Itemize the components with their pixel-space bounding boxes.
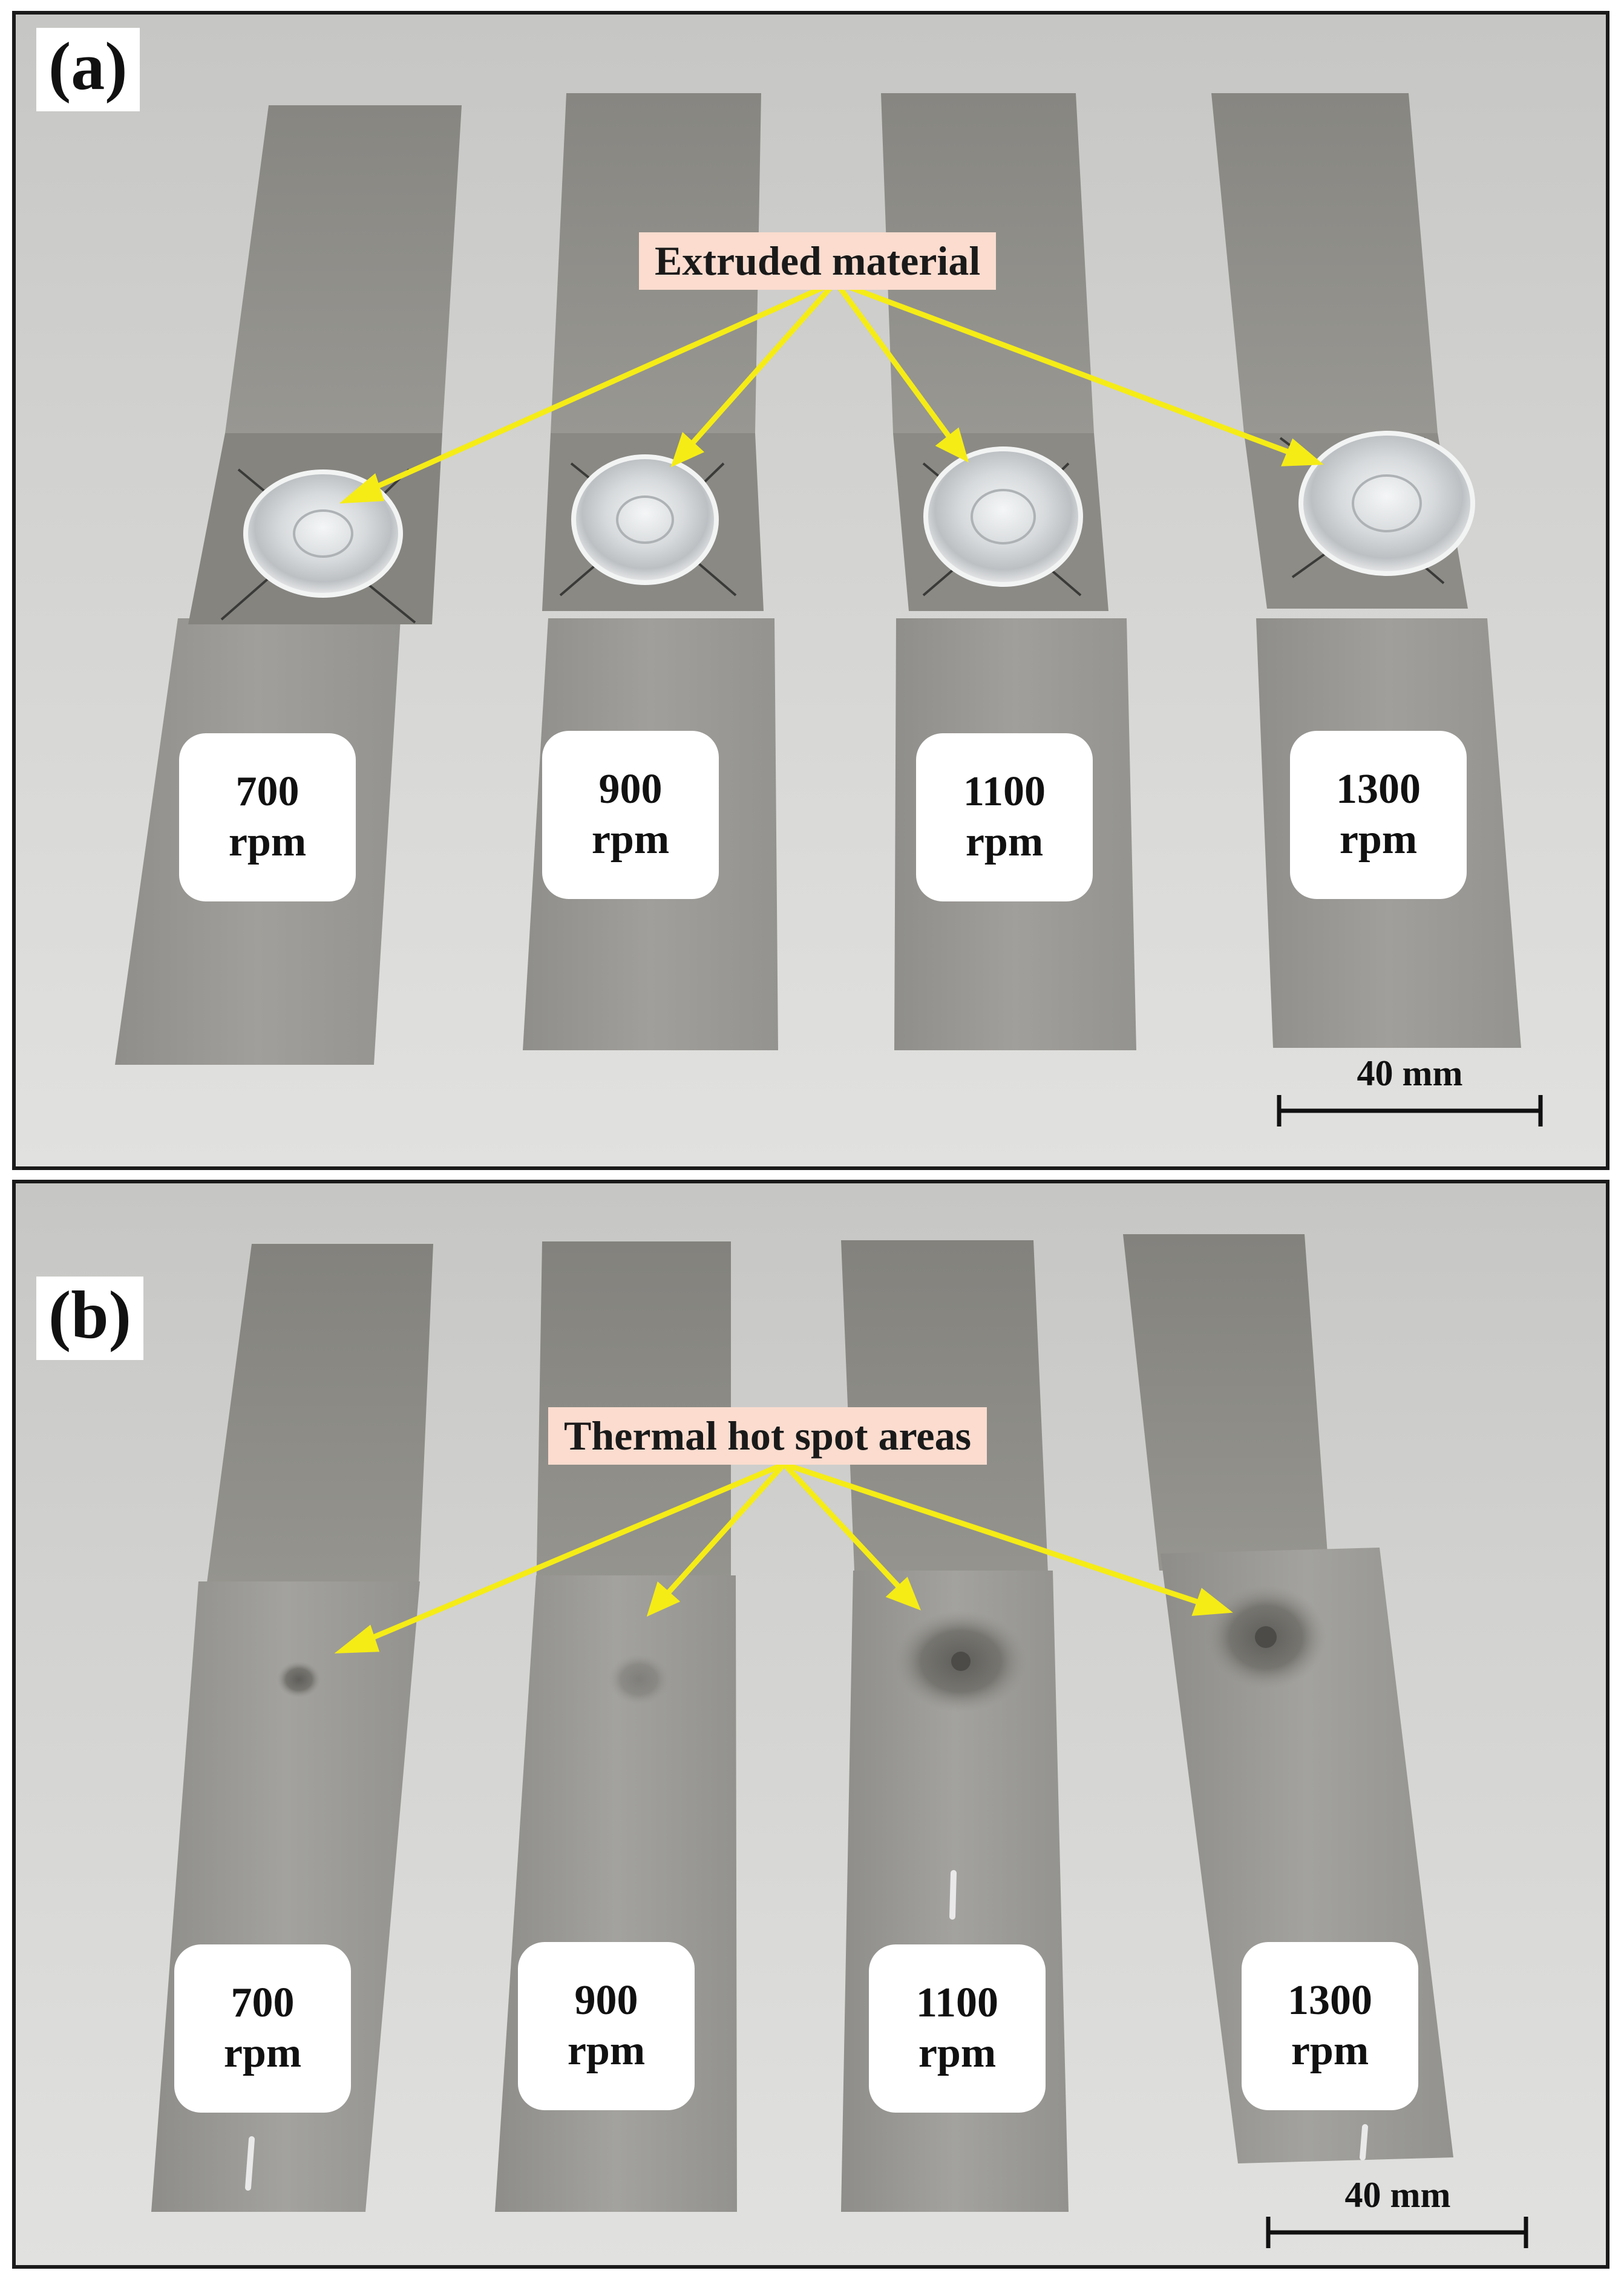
rpm-card-700: 700 rpm	[174, 1944, 351, 2113]
extruded-discs	[243, 431, 1475, 598]
rpm-card-1300: 1300 rpm	[1290, 731, 1467, 899]
panel-label-b: (b)	[36, 1277, 143, 1360]
panel-a-extruded-material: (a) Extruded material 700 rpm 900 rpm 11…	[12, 11, 1609, 1170]
speed-value: 900	[574, 1977, 638, 2024]
panel-a-photo	[115, 93, 1543, 1126]
rpm-card-900: 900 rpm	[542, 731, 719, 899]
arrows-a	[339, 279, 1324, 504]
speed-unit: rpm	[223, 2030, 302, 2076]
speed-value: 1300	[1288, 1977, 1372, 2024]
marker-ticks	[245, 1870, 1368, 2191]
arrows-b	[334, 1461, 1233, 1653]
speed-value: 700	[231, 1980, 295, 2027]
scale-bar-a	[1277, 1095, 1543, 1126]
speed-unit: rpm	[965, 819, 1044, 865]
rpm-card-1100: 1100 rpm	[869, 1944, 1046, 2113]
panel-b-thermal-hot-spots: (b) Thermal hot spot areas 700 rpm 900 r…	[12, 1180, 1609, 2269]
rpm-card-1100: 1100 rpm	[916, 733, 1093, 901]
speed-value: 900	[598, 766, 663, 813]
plate-upper-1300	[1123, 1234, 1329, 1571]
rpm-card-700: 700 rpm	[179, 733, 356, 901]
panel-label-a: (a)	[36, 28, 140, 111]
scale-bar-label-b: 40 mm	[1344, 2175, 1451, 2215]
callout-extruded-material: Extruded material	[639, 232, 997, 290]
speed-value: 1100	[915, 1980, 999, 2027]
speed-value: 1100	[963, 768, 1046, 816]
speed-unit: rpm	[918, 2030, 997, 2076]
rpm-card-900: 900 rpm	[518, 1942, 695, 2110]
speed-unit: rpm	[228, 819, 307, 865]
scale-bar-b	[1266, 2217, 1528, 2248]
speed-value: 1300	[1336, 766, 1421, 813]
hot-spots	[277, 1585, 1326, 1712]
rpm-card-1300: 1300 rpm	[1242, 1942, 1418, 2110]
callout-thermal-hot-spot-areas: Thermal hot spot areas	[548, 1407, 987, 1465]
speed-unit: rpm	[567, 2027, 646, 2074]
plate-top-1300	[1211, 93, 1438, 433]
plate-top-700	[225, 105, 462, 433]
speed-unit: rpm	[1291, 2027, 1369, 2074]
speed-unit: rpm	[591, 816, 670, 863]
speed-unit: rpm	[1339, 816, 1418, 863]
plate-upper-700	[205, 1244, 433, 1601]
scale-bar-label-a: 40 mm	[1357, 1053, 1463, 1093]
speed-value: 700	[235, 768, 300, 816]
